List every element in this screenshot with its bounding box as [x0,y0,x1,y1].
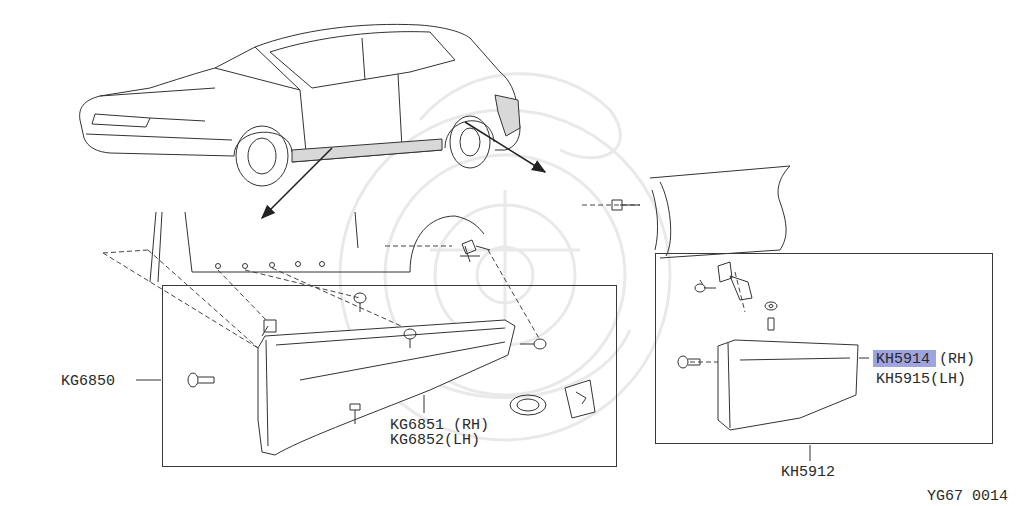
rear-sill-part [728,343,730,428]
body-side-detail [216,264,221,269]
dashed-guide [690,362,722,363]
rear-sill-part [678,356,688,368]
rear-body-detail [695,284,705,292]
dashed-guide [103,253,258,348]
car-sketch [450,116,490,168]
rear-sill-part [678,340,869,461]
body-side-detail [185,212,410,272]
car-sketch [80,24,520,150]
side-sill-part [424,395,425,413]
rear-sill-part [718,340,858,430]
rear-sill-part [859,358,869,359]
car-sketch [362,38,365,80]
body-side-detail [150,212,156,282]
rear-body-detail [765,302,777,310]
dashed-guide [218,270,268,322]
dashed-guide [103,250,148,253]
car-sketch [270,32,455,88]
dashed-guide [385,246,452,247]
side-sill-part [266,340,268,446]
rear-body-detail [652,190,658,250]
car-sketch [495,95,520,136]
rear-body-detail [620,205,640,206]
side-sill-part [300,342,505,380]
body-side-detail [270,263,275,268]
car-sketch [398,74,402,148]
car-sketch [460,128,480,156]
side-sill-part [520,344,534,345]
car-sketch [300,90,306,152]
car-sketch [80,24,520,186]
body-side-detail [462,240,476,254]
rear-body-detail [730,276,752,300]
dashed-guide [272,268,410,330]
side-sill-part [258,320,515,455]
car-sketch [248,138,276,174]
rear-body-detail [769,305,773,308]
car-sketch [92,114,150,127]
side-sill-part [350,404,360,410]
car-sketch [80,120,234,156]
view-arrow [262,148,332,218]
side-sill-part [404,329,416,339]
diagram-code: YG67 0014 [927,489,1008,504]
rear-sill-part [810,445,811,461]
side-sill-part [276,328,505,345]
part-number: KH5912 [781,465,835,480]
car-sketch [150,118,205,121]
side-sill-part [354,293,366,303]
detail-box: KH5912KH5914 (RH)KH5915(LH) [655,253,993,444]
part-number: KG6852(LH) [390,433,480,448]
car-sketch [86,134,232,140]
side-sill-part [262,326,268,336]
side-sill-part [188,373,198,387]
car-sketch [292,139,442,162]
side-sill-part [355,410,356,424]
side-sill-part [136,246,595,455]
car-sketch [236,126,288,186]
side-sill-part [510,395,546,415]
body-side-detail [150,212,490,282]
part-number: KG6850 [61,374,115,389]
body-side-detail [410,216,484,272]
side-sill-part [565,380,595,418]
rear-sill-part [688,359,700,365]
body-side-detail [355,212,358,248]
body-side-detail [296,262,301,267]
part-number: KH5915(LH) [876,372,966,387]
car-sketch [215,68,300,90]
rear-body-detail [768,318,774,330]
dashed-guide [148,250,258,348]
dashed-guide [582,205,640,206]
side-sill-part [360,303,361,312]
rear-body-detail [705,288,716,289]
dashed-guide [245,270,360,298]
car-sketch [255,47,300,90]
side-sill-part [136,380,161,381]
rear-body-detail [660,250,780,258]
side-sill-part [460,246,480,262]
body-side-detail [476,246,490,250]
rear-sill-part [740,358,850,360]
rear-body-detail [718,262,732,282]
side-sill-part [576,392,586,404]
side-sill-part [517,399,539,411]
view-arrow [465,122,545,172]
body-side-detail [158,212,162,282]
side-sill-part [534,339,546,349]
view-arrow [262,122,545,218]
part-number: KG6851 (RH) [390,418,489,433]
side-sill-part [410,339,411,348]
body-side-detail [243,264,248,269]
rear-body-detail [612,166,790,330]
car-sketch [100,88,215,96]
side-sill-part [198,377,214,383]
rear-body-detail [660,182,671,256]
part-number: KH5914 (RH) [876,352,975,367]
detail-box: KG6850KG6851 (RH)KG6852(LH) [162,285,617,467]
body-side-detail [320,262,325,267]
